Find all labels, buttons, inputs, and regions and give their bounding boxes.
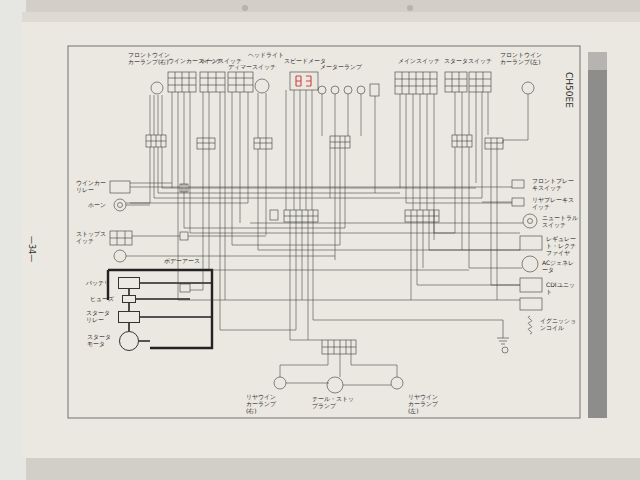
part-name: テール・ストップランプ bbox=[312, 396, 358, 410]
part-name: ニュートラルスイッチ bbox=[542, 215, 578, 229]
part-name: バッテリ bbox=[86, 280, 114, 287]
part-name: ボデーアース bbox=[164, 258, 200, 265]
part-name: ヒューズ bbox=[90, 296, 118, 303]
part-name: リヤブレーキスイッチ bbox=[532, 197, 576, 211]
part-name: ホーン bbox=[88, 202, 106, 209]
part-name: メインスイッチ bbox=[398, 58, 440, 65]
part-name: スピードメータ bbox=[284, 58, 326, 65]
component-box: スタータリレー bbox=[118, 311, 140, 323]
part-name: ウインカーリレー bbox=[76, 180, 106, 194]
part-name: ストップスイッチ bbox=[76, 231, 106, 245]
part-name: ヘッドライト bbox=[248, 52, 284, 59]
component-box: バッテリ bbox=[118, 277, 140, 289]
component-box: ヒューズ bbox=[122, 295, 136, 303]
page-number: —34— bbox=[27, 236, 36, 262]
part-name: メーターランプ bbox=[320, 64, 362, 71]
part-name: フロントブレーキスイッチ bbox=[532, 178, 576, 192]
wire bbox=[128, 323, 130, 331]
motor-symbol: スタータモータ bbox=[119, 331, 139, 351]
part-name: フロントウインカーランプ(右) bbox=[128, 52, 170, 66]
part-name: リヤウインカーランプ(右) bbox=[246, 394, 276, 415]
model-code: CH50EE bbox=[564, 72, 574, 108]
wire bbox=[128, 303, 130, 311]
part-name: スタータリレー bbox=[86, 310, 114, 324]
part-name: リヤウインカーランプ(左) bbox=[408, 394, 438, 415]
part-name: フロントウインカーランプ(左) bbox=[500, 52, 544, 66]
part-name: レギュレート・レクチファイヤ bbox=[546, 236, 578, 257]
part-name: イグニッションコイル bbox=[540, 318, 576, 332]
part-name: ACジェネレータ bbox=[542, 260, 578, 274]
part-name: スタータスイッチ bbox=[444, 58, 492, 65]
part-name: スタータモータ bbox=[87, 334, 115, 348]
part-name: ディマースイッチ bbox=[228, 64, 276, 71]
part-name: CDIユニット bbox=[546, 282, 578, 296]
